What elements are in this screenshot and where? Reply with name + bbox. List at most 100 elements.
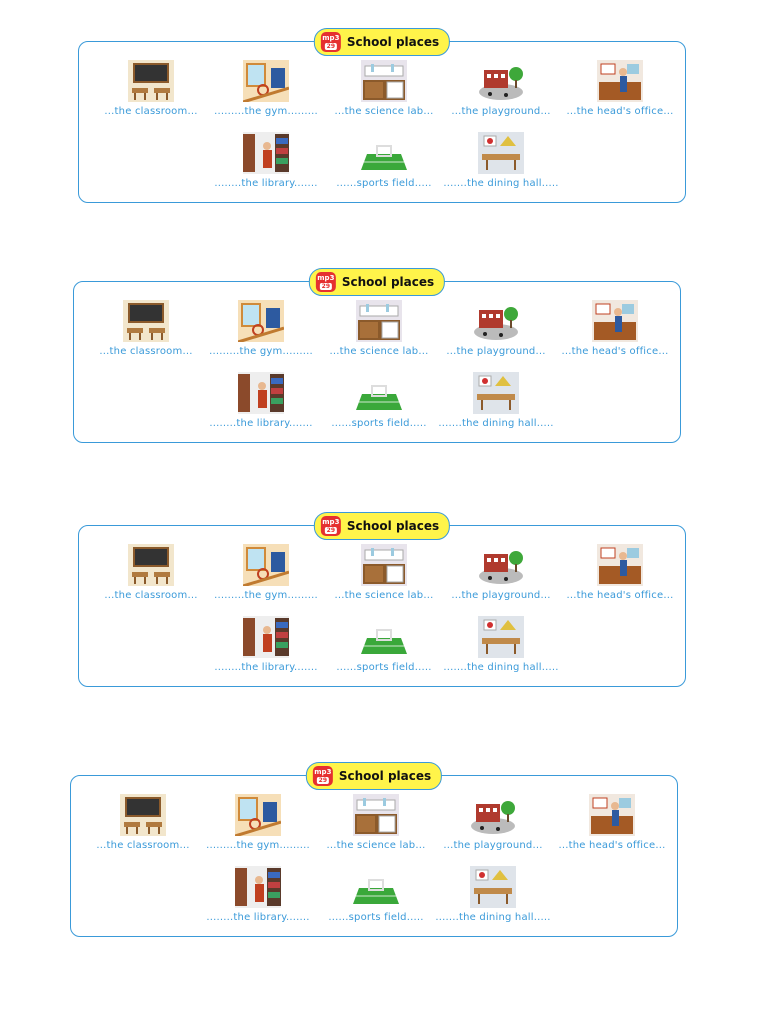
place-playground: ...the playground... [441, 544, 561, 601]
section-title: School places [346, 519, 440, 533]
place-label: ........the library....... [214, 178, 318, 189]
playground-icon [479, 67, 523, 100]
library-icon [243, 616, 289, 658]
library-icon [243, 132, 289, 174]
place-label: ........the library....... [206, 912, 310, 923]
place-sports-field: ......sports field..... [316, 866, 436, 923]
place-dining-hall: .......the dining hall..... [441, 132, 561, 189]
dining-hall-icon [478, 616, 524, 658]
gym-icon [243, 60, 289, 102]
place-heads-office: ...the head's office... [560, 544, 680, 601]
section-title: School places [341, 275, 435, 289]
place-gym: .........the gym......... [206, 544, 326, 601]
place-label: ...the playground... [446, 346, 546, 357]
science-lab-icon [356, 300, 402, 342]
heads-office-icon [597, 60, 643, 102]
place-label: ...the science lab... [334, 590, 434, 601]
place-label: ...the classroom... [99, 346, 193, 357]
place-label: ...the science lab... [334, 106, 434, 117]
mp3-track-icon[interactable]: mp3 29 [315, 272, 336, 292]
dining-hall-icon [478, 132, 524, 174]
place-classroom: ...the classroom... [83, 794, 203, 851]
place-playground: ...the playground... [436, 300, 556, 357]
section-badge: mp3 29 School places [313, 512, 451, 540]
place-label: ...the head's office... [566, 106, 674, 117]
place-label: .......the dining hall..... [435, 912, 551, 923]
classroom-icon [128, 60, 174, 102]
place-heads-office: ...the head's office... [560, 60, 680, 117]
place-label: ........the library....... [209, 418, 313, 429]
place-label: .........the gym......... [214, 106, 318, 117]
place-label: ...the head's office... [561, 346, 669, 357]
sports-field-icon [361, 629, 407, 654]
place-classroom: ...the classroom... [86, 300, 206, 357]
place-heads-office: ...the head's office... [552, 794, 672, 851]
place-label: ...the classroom... [96, 840, 190, 851]
place-heads-office: ...the head's office... [555, 300, 675, 357]
classroom-icon [123, 300, 169, 342]
place-label: ...the playground... [443, 840, 543, 851]
place-science-lab: ...the science lab... [324, 544, 444, 601]
place-library: ........the library....... [201, 372, 321, 429]
playground-icon [474, 307, 518, 340]
gym-icon [243, 544, 289, 586]
heads-office-icon [597, 544, 643, 586]
school-places-panel: mp3 29 School places ...the classroom... [78, 28, 686, 203]
place-label: ...the playground... [451, 106, 551, 117]
place-gym: .........the gym......... [198, 794, 318, 851]
place-sports-field: ......sports field..... [324, 616, 444, 673]
sports-field-icon [361, 145, 407, 170]
section-title: School places [338, 769, 432, 783]
heads-office-icon [592, 300, 638, 342]
section-badge: mp3 29 School places [305, 762, 443, 790]
place-gym: .........the gym......... [201, 300, 321, 357]
sports-field-icon [356, 385, 402, 410]
place-label: .........the gym......... [209, 346, 313, 357]
place-label: ......sports field..... [328, 912, 424, 923]
place-label: .........the gym......... [214, 590, 318, 601]
library-icon [235, 866, 281, 908]
place-sports-field: ......sports field..... [319, 372, 439, 429]
dining-hall-icon [470, 866, 516, 908]
gym-icon [238, 300, 284, 342]
place-label: ...the playground... [451, 590, 551, 601]
place-dining-hall: .......the dining hall..... [433, 866, 553, 923]
place-library: ........the library....... [206, 132, 326, 189]
playground-icon [471, 801, 515, 834]
classroom-icon [128, 544, 174, 586]
classroom-icon [120, 794, 166, 836]
place-label: .......the dining hall..... [443, 178, 559, 189]
library-icon [238, 372, 284, 414]
place-label: ...the science lab... [326, 840, 426, 851]
place-label: ......sports field..... [331, 418, 427, 429]
place-classroom: ...the classroom... [91, 60, 211, 117]
section-badge: mp3 29 School places [313, 28, 451, 56]
place-label: ...the classroom... [104, 106, 198, 117]
place-label: ...the head's office... [566, 590, 674, 601]
science-lab-icon [361, 60, 407, 102]
school-places-panel: mp3 29 School places ...the classroom... [78, 512, 686, 687]
place-dining-hall: .......the dining hall..... [436, 372, 556, 429]
place-playground: ...the playground... [441, 60, 561, 117]
place-library: ........the library....... [198, 866, 318, 923]
dining-hall-icon [473, 372, 519, 414]
mp3-track-icon[interactable]: mp3 29 [312, 766, 333, 786]
place-label: ...the head's office... [558, 840, 666, 851]
place-science-lab: ...the science lab... [324, 60, 444, 117]
section-badge: mp3 29 School places [308, 268, 446, 296]
place-label: ......sports field..... [336, 178, 432, 189]
place-library: ........the library....... [206, 616, 326, 673]
place-label: ...the science lab... [329, 346, 429, 357]
section-title: School places [346, 35, 440, 49]
place-label: ...the classroom... [104, 590, 198, 601]
place-playground: ...the playground... [433, 794, 553, 851]
science-lab-icon [361, 544, 407, 586]
place-science-lab: ...the science lab... [316, 794, 436, 851]
place-label: .......the dining hall..... [443, 662, 559, 673]
place-classroom: ...the classroom... [91, 544, 211, 601]
mp3-track-icon[interactable]: mp3 29 [320, 516, 341, 536]
science-lab-icon [353, 794, 399, 836]
school-places-panel: mp3 29 School places ...the classroom... [70, 762, 678, 937]
sports-field-icon [353, 879, 399, 904]
mp3-track-icon[interactable]: mp3 29 [320, 32, 341, 52]
